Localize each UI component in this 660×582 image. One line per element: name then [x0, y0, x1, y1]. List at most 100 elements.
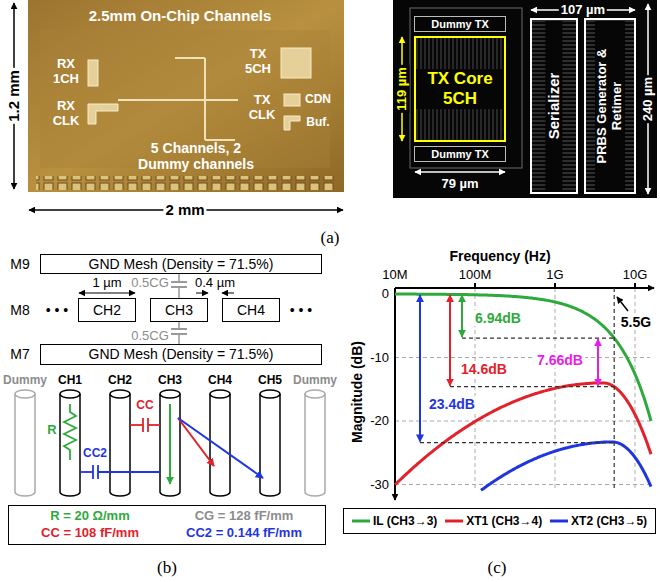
legend-line	[352, 518, 370, 524]
label-text: 0.4 µm	[195, 276, 235, 291]
label-text: -30	[370, 477, 389, 492]
legend-text: IL (CH3→3)	[373, 514, 437, 528]
legend-item: XT2 (CH3→5)	[550, 514, 647, 528]
label-text: 240 µm	[641, 75, 656, 123]
label-text: • • •	[46, 302, 68, 318]
label-text: 10G	[623, 268, 648, 283]
label-text: 23.4dB	[427, 396, 477, 412]
label-text: 119 µm	[395, 65, 410, 113]
capacitor-symbol	[171, 281, 187, 283]
process-box: GND Mesh (Density = 71.5%)	[40, 344, 322, 365]
legend-box: R = 20 Ω/mmCG = 128 fF/mmCC = 108 fF/mmC…	[8, 505, 326, 545]
label-text: 79 µm	[441, 177, 478, 192]
legend-text: XT1 (CH3→4)	[466, 514, 542, 528]
label-text: RX 1CH	[48, 57, 84, 87]
node-text: CC = 108 fF/mm	[41, 526, 139, 541]
chart-axes	[474, 283, 476, 288]
process-box: Dummy TX	[414, 16, 506, 32]
chart-grid	[395, 484, 650, 485]
annotation-dashed-line	[420, 288, 614, 490]
capacitor-symbol	[178, 287, 180, 298]
capacitor-symbol	[142, 418, 144, 432]
legend-box: IL (CH3→3) XT1 (CH3→4) XT2 (CH3→5)	[343, 508, 656, 534]
chart-axes	[395, 283, 654, 500]
dimension-arrow	[14, 3, 343, 210]
dummy-cylinder	[15, 394, 35, 496]
capacitor-symbol	[178, 274, 180, 282]
annotation-dashed-line	[450, 386, 614, 387]
annotation-arrow	[449, 295, 451, 386]
annotation-arrow	[419, 295, 421, 442]
label-text: CH4	[208, 374, 232, 388]
channel-cylinder	[260, 394, 280, 496]
resistor-symbol	[64, 404, 76, 460]
chip-photo	[284, 94, 300, 106]
label-text: CH1	[58, 374, 82, 388]
label-text: 10M	[382, 268, 407, 283]
chart-grid	[395, 421, 650, 422]
channel-cylinder	[210, 394, 230, 496]
layout-block: Serializer	[530, 18, 578, 194]
process-box: TX Core 5CH	[414, 36, 506, 142]
chart-grid	[395, 357, 650, 358]
dummy-cylinder	[305, 394, 325, 496]
label-text: 1.2 mm	[5, 68, 22, 124]
label-text: 0.5CG	[131, 329, 169, 344]
capacitor-symbol	[178, 334, 180, 344]
label-text: (b)	[157, 558, 177, 578]
chip-photo	[28, 0, 344, 192]
node-text: R = 20 Ω/mm	[50, 509, 129, 524]
chip-photo	[88, 104, 118, 124]
chart-axes	[394, 288, 396, 500]
process-box: Dummy TX	[414, 146, 506, 162]
channel-cylinder	[110, 390, 130, 398]
capacitor-symbol	[130, 418, 160, 432]
channel-cylinder	[160, 390, 180, 398]
label-text: 100M	[459, 268, 492, 283]
label-text: R	[47, 423, 56, 438]
label-text: M9	[10, 256, 29, 272]
dimension-arrow	[196, 293, 208, 294]
chart-axes	[554, 283, 556, 288]
chart-axes	[395, 287, 654, 289]
process-box: CH2	[78, 298, 136, 322]
channel-cylinder	[60, 394, 80, 496]
label-text: CC2	[83, 447, 107, 461]
capacitor-symbol	[92, 465, 94, 479]
label-text: (c)	[488, 558, 507, 578]
layout-image	[393, 0, 657, 198]
label-text: M8	[10, 302, 29, 318]
response-curve	[395, 294, 651, 490]
node-text: Dummy TX	[429, 148, 490, 161]
annotation-arrow	[461, 295, 463, 337]
legend-line	[445, 518, 463, 524]
label-text: M7	[10, 346, 29, 362]
legend-line	[550, 518, 568, 524]
chip-photo	[118, 58, 238, 140]
node-text: CC2 = 0.144 fF/mm	[186, 526, 302, 541]
label-text: CH2	[108, 374, 132, 388]
capacitor-symbol	[80, 471, 93, 473]
dimension-arrow	[79, 293, 234, 294]
node-text: GND Mesh (Density = 71.5%)	[89, 256, 274, 272]
label-text: Magnitude (dB)	[349, 341, 365, 443]
label-text: Frequency (Hz)	[449, 248, 550, 264]
label-text: TX CLK	[244, 93, 280, 123]
response-curve	[395, 294, 651, 421]
label-text: 14.6dB	[459, 361, 509, 377]
layout-image	[584, 18, 636, 194]
capacitor-symbol	[171, 328, 187, 330]
label-text: RX CLK	[48, 99, 84, 129]
label-text: 5 Channels, 2 Dummy channels	[129, 140, 263, 172]
annotation-dashed-line	[462, 338, 614, 339]
capacitor-symbol	[98, 471, 160, 473]
label-text: 0	[382, 287, 389, 302]
label-text: CC	[136, 399, 153, 413]
layout-image	[415, 171, 505, 173]
capacitor-symbol	[80, 465, 160, 479]
node-text: Serializer	[545, 21, 562, 191]
coupling-arrow	[178, 418, 263, 478]
label-text: CDN	[305, 93, 331, 107]
channel-cylinder	[210, 390, 230, 398]
